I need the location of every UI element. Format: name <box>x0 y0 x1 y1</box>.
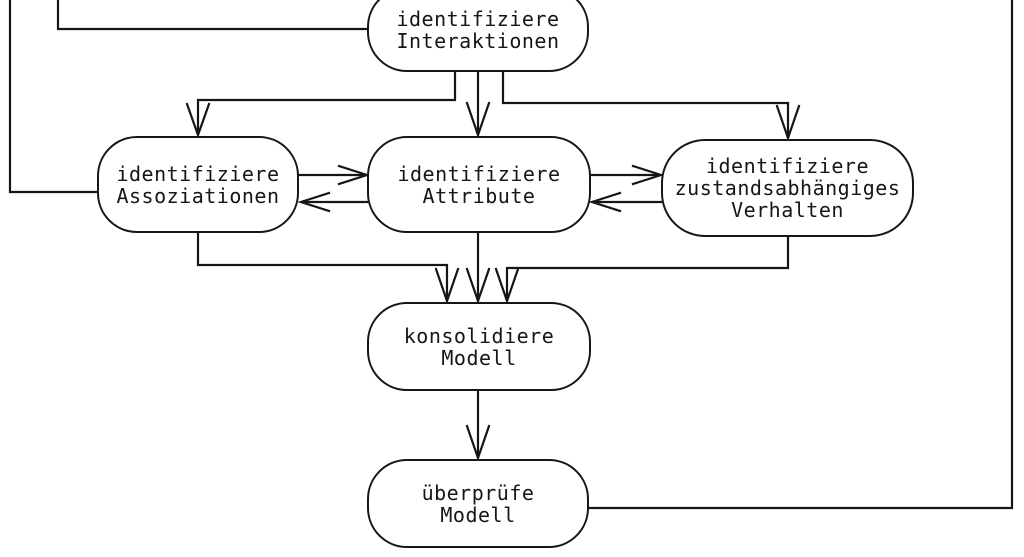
node-identifiziere-zustandsabhaengiges-verhalten: identifiziere zustandsabhängiges Verhalt… <box>661 139 914 237</box>
edge-attribute-to-assoziationen <box>297 191 369 213</box>
edge-assoziationen-to-attribute <box>297 164 371 186</box>
node-identifiziere-assoziationen: identifiziere Assoziationen <box>97 136 299 233</box>
edge-arrowhead <box>465 267 491 305</box>
edge-line <box>56 0 371 31</box>
node-label: konsolidiere Modell <box>403 323 555 370</box>
edge-line <box>587 0 1014 510</box>
edge-attribute-to-verhalten <box>589 164 665 186</box>
node-ueberpruefe-modell: überprüfe Modell <box>367 459 589 548</box>
node-label: identifiziere zustandsabhängiges Verhalt… <box>674 154 901 222</box>
node-konsolidiere-modell: konsolidiere Modell <box>367 302 591 391</box>
edge-line <box>505 235 790 302</box>
node-identifiziere-interaktionen: identifiziere Interaktionen <box>367 0 589 72</box>
edge-interaktionen-to-assoziationen <box>185 69 457 139</box>
edge-feedback-left-to-interaktionen <box>56 0 371 31</box>
node-label: überprüfe Modell <box>421 480 535 527</box>
edge-arrowhead <box>465 101 491 139</box>
edge-line <box>501 69 790 139</box>
edge-arrowhead <box>465 424 491 462</box>
node-identifiziere-attribute: identifiziere Attribute <box>367 136 591 233</box>
edge-verhalten-to-attribute <box>588 191 663 213</box>
edge-interaktionen-to-verhalten <box>501 69 801 142</box>
edge-line <box>196 231 449 302</box>
edge-ueberpruefe-feedback-right <box>587 0 1014 510</box>
node-label: identifiziere Interaktionen <box>396 6 560 53</box>
edge-line <box>8 0 100 194</box>
node-label: identifiziere Assoziationen <box>116 161 280 208</box>
edge-verhalten-to-konsolidiere <box>494 235 790 305</box>
edge-interaktionen-to-attribute <box>465 69 491 139</box>
edge-line <box>196 69 457 136</box>
edge-arrowhead <box>494 267 520 305</box>
edge-attribute-to-konsolidiere <box>465 231 491 305</box>
edge-arrowhead <box>775 104 801 142</box>
edge-konsolidiere-to-ueberpruefe <box>465 389 491 462</box>
edge-assoziationen-to-konsolidiere <box>196 231 460 305</box>
edge-arrowhead <box>588 191 622 213</box>
edge-feedback-left-to-assoziationen <box>8 0 100 194</box>
node-label: identifiziere Attribute <box>397 161 561 208</box>
edge-arrowhead <box>434 267 460 305</box>
edge-arrowhead <box>297 191 331 213</box>
edge-arrowhead <box>185 102 211 139</box>
